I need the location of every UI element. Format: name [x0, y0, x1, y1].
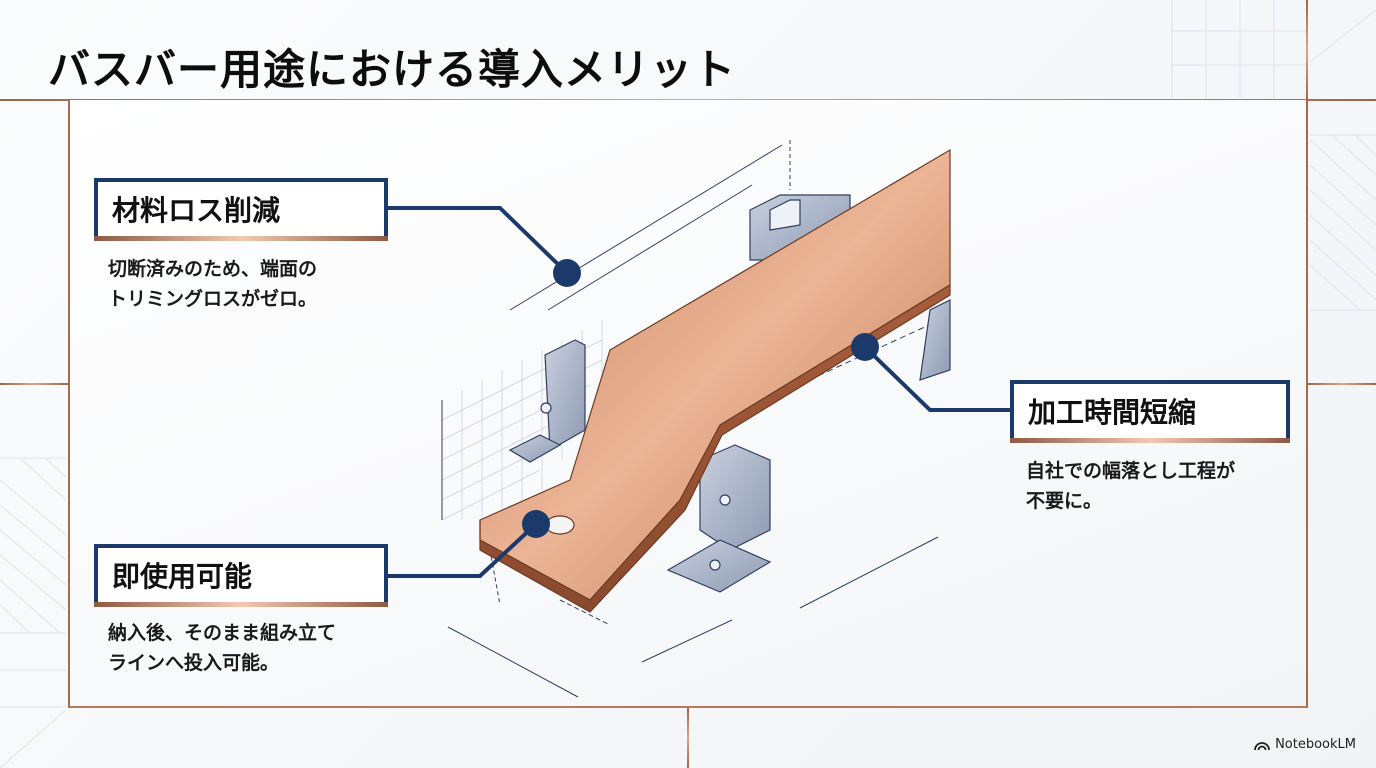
right-mid-frame-line: [1308, 383, 1376, 385]
left-mid-frame-line: [0, 383, 68, 385]
benefit-heading-text: 加工時間短縮: [1028, 396, 1197, 429]
benefit-description-material-loss: 切断済みのため、端面の トリミングロスがゼロ。: [108, 254, 317, 314]
benefit-heading-processing-time: 加工時間短縮: [1010, 380, 1290, 443]
benefit-description-ready-to-use: 納入後、そのまま組み立て ラインへ投入可能。: [108, 618, 336, 678]
brand-logo: NotebookLM: [1254, 737, 1356, 752]
description-line: 自社での幅落とし工程が: [1026, 460, 1236, 482]
page-title: バスバー用途における導入メリット: [48, 45, 737, 94]
brand-name: NotebookLM: [1275, 737, 1356, 752]
support-brackets: [508, 194, 951, 593]
benefit-heading-text: 材料ロス削減: [112, 194, 281, 227]
content-panel: 材料ロス削減 切断済みのため、端面の トリミングロスがゼロ。 加工時間短縮 自社…: [68, 100, 1308, 708]
callout-dot-material: [553, 259, 581, 287]
description-line: 納入後、そのまま組み立て: [108, 622, 337, 644]
top-right-divider-line: [1306, 0, 1308, 100]
callout-dot-time: [851, 333, 879, 361]
benefit-heading-ready-to-use: 即使用可能: [94, 544, 388, 607]
decorative-grid: [1170, 0, 1306, 98]
benefit-heading-material-loss: 材料ロス削減: [94, 178, 388, 241]
callout-dot-ready: [522, 510, 550, 538]
description-line: 切断済みのため、端面の: [108, 258, 318, 280]
description-line: ラインへ投入可能。: [108, 652, 280, 674]
benefit-description-processing-time: 自社での幅落とし工程が 不要に。: [1026, 456, 1235, 516]
description-line: トリミングロスがゼロ。: [108, 288, 318, 310]
benefit-heading-text: 即使用可能: [112, 560, 253, 593]
copper-busbar: [479, 148, 951, 613]
callout-connectors: [388, 206, 1010, 578]
decorative-hatch-right: [1310, 9, 1376, 311]
decorative-hatch-left: [0, 457, 66, 768]
description-line: 不要に。: [1026, 490, 1103, 512]
notebooklm-icon: [1254, 741, 1270, 750]
bottom-divider-line: [687, 708, 689, 768]
busbar-illustration: [388, 140, 1010, 698]
